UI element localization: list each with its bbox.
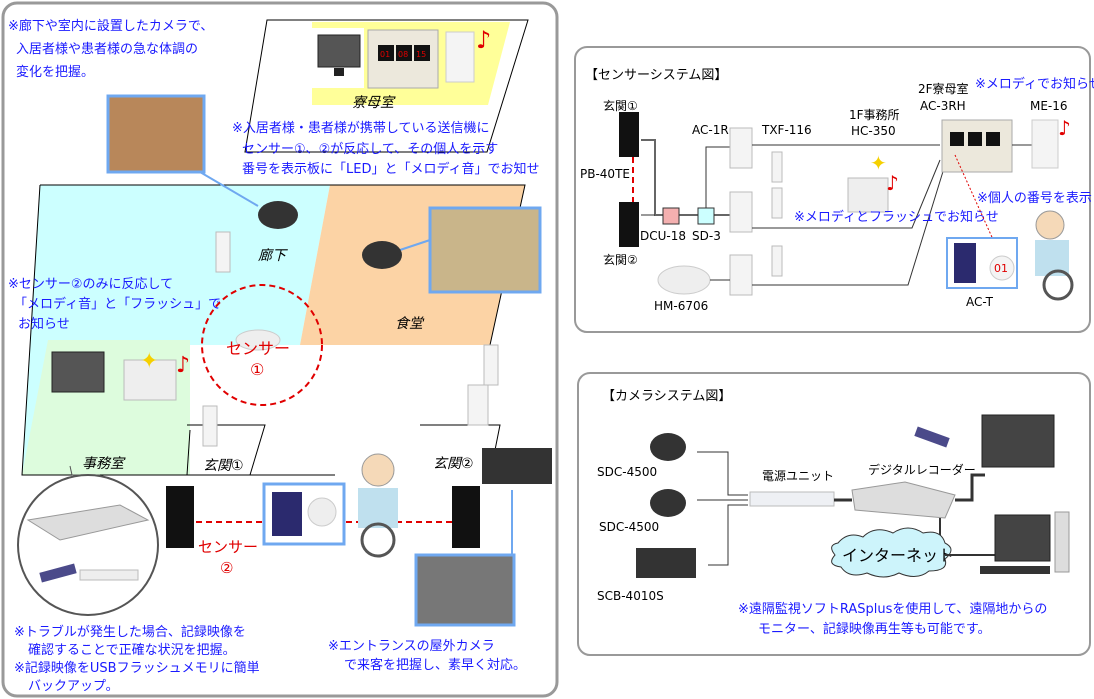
chime-icon bbox=[445, 31, 475, 83]
box-camera-icon bbox=[482, 448, 552, 484]
sensor-system-title: 【センサーシステム図】 bbox=[585, 68, 727, 83]
room-ryobo: 寮母室 bbox=[352, 95, 396, 111]
sensor-icon bbox=[235, 329, 281, 351]
tag-number: 01 bbox=[994, 262, 1008, 275]
sd-box bbox=[697, 207, 715, 225]
note-sensor2: ※センサー②のみに反応して 「メロディ音」と「フラッシュ」で お知らせ bbox=[8, 277, 225, 332]
dome-camera-icon bbox=[650, 489, 686, 517]
label-power: 電源ユニット bbox=[762, 469, 834, 483]
label-ryobo-floor: 2F寮母室 bbox=[918, 81, 969, 96]
note-transmitter: ※入居者様・患者様が携帯している送信機に センサー①、②が反応して、その個人を示… bbox=[232, 120, 540, 177]
svg-text:✦: ✦ bbox=[870, 151, 887, 175]
room-office: 事務室 bbox=[82, 456, 126, 472]
recorder-icon bbox=[26, 504, 150, 541]
label-scb: SCB-4010S bbox=[597, 589, 664, 603]
svg-text:08: 08 bbox=[398, 50, 408, 59]
usb-memory-icon bbox=[914, 426, 950, 448]
svg-text:15: 15 bbox=[416, 50, 426, 59]
label-act: AC-T bbox=[966, 295, 994, 309]
note-melody: ※メロディでお知らせ bbox=[975, 76, 1094, 92]
label-sdc1: SDC-4500 bbox=[597, 465, 657, 479]
ryobo-room-outline bbox=[244, 19, 529, 153]
label-entrance2: 玄関② bbox=[603, 252, 638, 267]
flash-icon: ✦ bbox=[140, 349, 158, 374]
dome-camera-icon bbox=[258, 201, 298, 229]
label-ac1r: AC-1R bbox=[692, 123, 729, 137]
label-office-floor: 1F事務所 bbox=[849, 108, 900, 122]
usb-memory-icon bbox=[39, 563, 77, 583]
floor-plan-panel: ※廊下や室内に設置したカメラで、 入居者様や患者様の急な体調の 変化を把握。 ※… bbox=[1, 1, 559, 698]
label-dcu: DCU-18 bbox=[640, 229, 686, 243]
corridor-photo bbox=[106, 94, 206, 174]
dome-camera-icon bbox=[362, 241, 402, 269]
svg-text:♪: ♪ bbox=[886, 171, 899, 195]
label-sd: SD-3 bbox=[692, 229, 721, 243]
elderly-wheelchair-icon bbox=[1035, 210, 1074, 301]
recorder-closeup bbox=[17, 474, 159, 616]
room-dining: 食堂 bbox=[395, 316, 425, 332]
note-entrance: ※エントランスの屋外カメラ で来客を把握し、素早く対応。 bbox=[328, 639, 526, 673]
beam-sensor-icon bbox=[166, 486, 194, 548]
sensor1-label: センサー ① bbox=[226, 339, 295, 379]
room-entrance1: 玄関① bbox=[203, 458, 244, 474]
box-camera-icon bbox=[636, 548, 696, 578]
room-corridor: 廊下 bbox=[258, 248, 288, 264]
sensor1-range bbox=[201, 284, 323, 406]
note-trouble: ※トラブルが発生した場合、記録映像を 確認することで正確な状況を把握。 ※記録映… bbox=[14, 624, 264, 694]
sensor2-label: センサー ② bbox=[198, 538, 263, 577]
camera-note: ※遠隔監視ソフトRASplusを使用して、遠隔地からの モニター、記録映像再生等… bbox=[738, 601, 1052, 637]
note-camera: ※廊下や室内に設置したカメラで、 入居者様や患者様の急な体調の 変化を把握。 bbox=[8, 18, 218, 80]
recorder-icon bbox=[851, 481, 956, 519]
note-number: ※個人の番号を表示 bbox=[977, 191, 1092, 206]
label-recorder: デジタルレコーダー bbox=[868, 462, 976, 477]
monitor-icon bbox=[51, 351, 105, 393]
note-melody-flash: ※メロディとフラッシュでお知らせ bbox=[794, 209, 999, 225]
label-pb: PB-40TE bbox=[580, 167, 630, 181]
dcu-box bbox=[662, 207, 680, 225]
camera-system-panel: 【カメラシステム図】 SDC-4500 SDC-4500 SCB-4010S 電… bbox=[577, 372, 1091, 656]
hm-sensor-icon bbox=[657, 265, 711, 295]
label-sdc2: SDC-4500 bbox=[599, 520, 659, 534]
power-unit-icon bbox=[749, 491, 835, 507]
dining-photo bbox=[428, 206, 542, 294]
music-note-icon: ♪ bbox=[176, 353, 190, 378]
beam-sensor-icon bbox=[452, 486, 480, 548]
label-me: ME-16 bbox=[1030, 99, 1068, 113]
label-internet: インターネット bbox=[842, 546, 954, 565]
entrance-photo bbox=[414, 553, 516, 627]
label-ac3rh: AC-3RH bbox=[920, 99, 966, 113]
receiver-icon bbox=[123, 359, 177, 401]
label-hc: HC-350 bbox=[851, 124, 896, 138]
dome-camera-icon bbox=[650, 433, 686, 461]
internet-cloud bbox=[831, 527, 952, 578]
label-txf: TXF-116 bbox=[761, 123, 812, 137]
svg-text:♪: ♪ bbox=[1058, 116, 1071, 140]
camera-system-title: 【カメラシステム図】 bbox=[602, 389, 731, 404]
svg-text:01: 01 bbox=[380, 50, 390, 59]
room-entrance2: 玄関② bbox=[433, 456, 474, 472]
label-hm: HM-6706 bbox=[654, 299, 708, 313]
label-entrance1: 玄関① bbox=[603, 98, 638, 113]
monitor-icon bbox=[981, 414, 1055, 468]
sensor-system-panel: 【センサーシステム図】 玄関① 玄関② PB-40TE DCU-18 SD-3 … bbox=[574, 46, 1094, 333]
pc-icon bbox=[994, 514, 1051, 562]
hc-receiver-icon bbox=[847, 177, 889, 213]
elderly-wheelchair-icon bbox=[358, 453, 398, 558]
music-note-icon: ♪ bbox=[476, 26, 491, 54]
